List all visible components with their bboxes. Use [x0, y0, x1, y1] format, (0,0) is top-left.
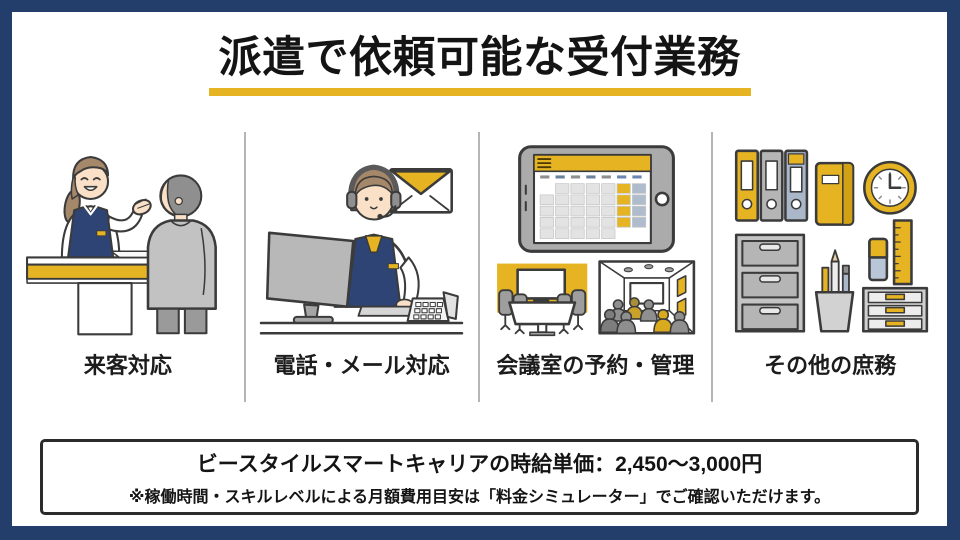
reception-desk-icon	[26, 155, 218, 336]
column-visitor-reception: 来客対応	[12, 132, 246, 402]
page-title: 派遣で依頼可能な受付業務	[208, 35, 751, 97]
column-label: その他の庶務	[764, 353, 897, 378]
phone-email-illustration	[259, 142, 464, 338]
tablet-calendar-icon	[496, 145, 696, 337]
price-line: ビースタイルスマートキャリアの時給単価：2,450～3,000円	[196, 452, 763, 476]
column-label: 来客対応	[83, 353, 172, 378]
meeting-room-illustration	[493, 142, 698, 338]
visitor-reception-illustration	[25, 142, 230, 338]
office-supplies-illustration	[728, 142, 933, 338]
column-label: 会議室の予約・管理	[496, 353, 695, 378]
column-label: 電話・メール対応	[273, 353, 450, 378]
price-note: ※稼働時間・スキルレベルによる月額費用目安は「料金シミュレーター」でご確認いただ…	[128, 488, 831, 506]
office-supplies-icon	[734, 149, 928, 333]
column-phone-email: 電話・メール対応	[246, 132, 480, 402]
column-meeting-room: 会議室の予約・管理	[480, 132, 714, 402]
service-columns: 来客対応	[12, 132, 947, 402]
title-block: 派遣で依頼可能な受付業務	[12, 35, 947, 97]
price-box: ビースタイルスマートキャリアの時給単価：2,450～3,000円 ※稼働時間・ス…	[40, 439, 919, 515]
column-office-supplies: その他の庶務	[713, 132, 947, 402]
slide-content: 派遣で依頼可能な受付業務	[12, 12, 947, 526]
operator-envelope-icon	[259, 164, 464, 335]
